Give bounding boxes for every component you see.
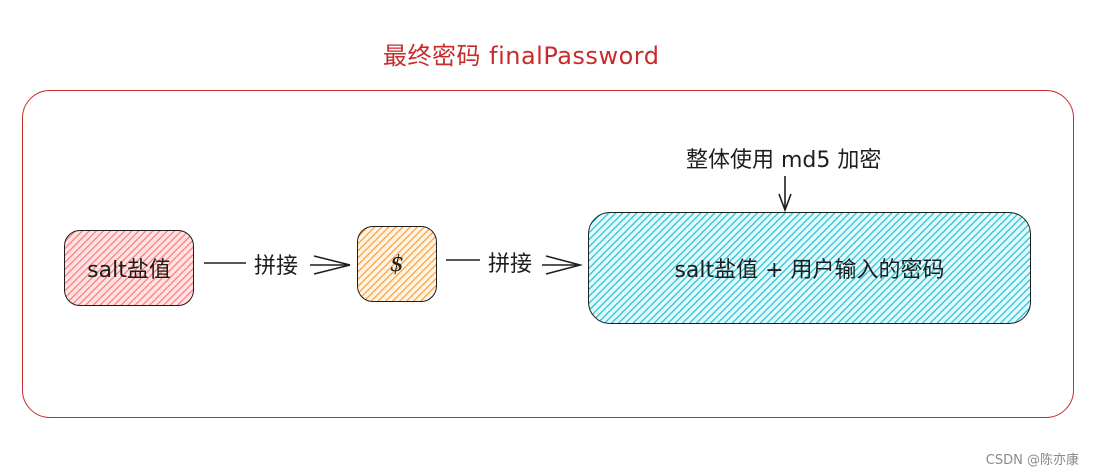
edge-label-join-2: 拼接 — [486, 246, 535, 278]
arrowhead-md5 — [778, 193, 792, 213]
arrowhead-final — [545, 255, 584, 275]
node-dollar-label: $ — [390, 251, 404, 277]
node-salt-label: salt盐值 — [87, 258, 171, 283]
edge-label-md5: 整体使用 md5 加密 — [684, 142, 884, 174]
node-final-password: salt盐值 + 用户输入的密码 — [588, 212, 1031, 324]
node-salt: salt盐值 — [64, 230, 194, 306]
node-final-label: salt盐值 + 用户输入的密码 — [674, 258, 945, 283]
edge-label-join-1: 拼接 — [252, 248, 301, 280]
diagram-title: 最终密码 finalPassword — [383, 42, 660, 70]
arrowhead-dollar — [313, 255, 351, 275]
node-dollar: $ — [357, 226, 437, 302]
footer-watermark: CSDN @陈亦康 — [985, 453, 1079, 468]
final-password-frame — [22, 90, 1074, 418]
